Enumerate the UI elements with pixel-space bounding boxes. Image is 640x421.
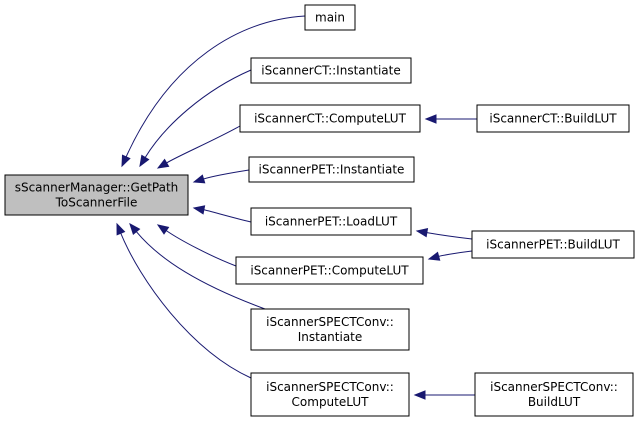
node-label: ComputeLUT bbox=[292, 395, 370, 409]
node-spect-inst[interactable]: iScannerSPECTConv::Instantiate bbox=[250, 308, 410, 351]
node-box bbox=[235, 256, 424, 285]
arrowhead bbox=[192, 174, 206, 184]
edge-line bbox=[426, 232, 473, 240]
arrowhead bbox=[192, 205, 206, 215]
arrowhead bbox=[413, 390, 426, 400]
node-ct-comp[interactable]: iScannerCT::ComputeLUT bbox=[239, 104, 421, 133]
node-label: ToScannerFile bbox=[55, 196, 138, 210]
node-pet-inst[interactable]: iScannerPET::Instantiate bbox=[248, 156, 415, 183]
node-box bbox=[250, 207, 412, 236]
arrowhead bbox=[129, 222, 141, 236]
node-label: main bbox=[315, 11, 345, 25]
node-box bbox=[250, 308, 410, 351]
edge-line bbox=[203, 169, 250, 180]
edge-pet_comp-to-root bbox=[156, 224, 237, 267]
node-box bbox=[471, 230, 635, 259]
edge-line bbox=[136, 231, 266, 310]
node-label: iScannerCT::BuildLUT bbox=[489, 112, 617, 126]
node-box bbox=[304, 4, 356, 31]
arrowhead bbox=[415, 228, 429, 238]
node-ct-build[interactable]: iScannerCT::BuildLUT bbox=[476, 104, 630, 133]
node-spect-build[interactable]: iScannerSPECTConv::BuildLUT bbox=[474, 372, 634, 417]
edge-pet_load-to-root bbox=[192, 205, 252, 223]
node-box bbox=[239, 104, 421, 133]
arrowhead bbox=[156, 224, 170, 235]
node-main[interactable]: main bbox=[304, 4, 356, 31]
node-label: iScannerPET::ComputeLUT bbox=[250, 264, 409, 278]
node-label: Instantiate bbox=[298, 330, 363, 344]
node-label: iScannerPET::BuildLUT bbox=[486, 238, 620, 252]
edge-line bbox=[125, 15, 306, 158]
node-label: iScannerCT::ComputeLUT bbox=[254, 112, 406, 126]
edge-line bbox=[120, 233, 252, 379]
edge-spect_inst-to-root bbox=[129, 222, 266, 310]
arrowhead bbox=[116, 222, 126, 236]
node-pet-comp[interactable]: iScannerPET::ComputeLUT bbox=[235, 256, 424, 285]
node-label: iScannerCT::Instantiate bbox=[261, 64, 400, 78]
edge-main-to-root bbox=[121, 15, 306, 168]
edge-spect_comp-to-root bbox=[116, 222, 252, 379]
edge-line bbox=[166, 125, 241, 164]
node-box bbox=[248, 156, 415, 183]
edge-line bbox=[438, 250, 473, 257]
edge-line bbox=[144, 69, 252, 158]
edge-line bbox=[203, 209, 252, 223]
node-label: sScannerManager::GetPath bbox=[15, 181, 179, 195]
edge-line bbox=[166, 230, 237, 267]
node-box bbox=[476, 104, 630, 133]
node-box bbox=[250, 372, 410, 417]
node-box bbox=[474, 372, 634, 417]
edge-ct_inst-to-root bbox=[139, 69, 252, 168]
edge-pet_build-to-pet_comp bbox=[427, 250, 473, 261]
node-box bbox=[250, 57, 412, 84]
node-pet-build[interactable]: iScannerPET::BuildLUT bbox=[471, 230, 635, 259]
node-label: iScannerSPECTConv:: bbox=[266, 315, 394, 329]
node-label: iScannerSPECTConv:: bbox=[490, 380, 618, 394]
edge-spect_build-to-spect_comp bbox=[413, 390, 476, 400]
node-label: iScannerPET::LoadLUT bbox=[265, 215, 398, 229]
node-pet-load[interactable]: iScannerPET::LoadLUT bbox=[250, 207, 412, 236]
edge-ct_build-to-ct_comp bbox=[424, 114, 478, 124]
node-label: BuildLUT bbox=[528, 395, 581, 409]
arrowhead bbox=[139, 154, 150, 168]
node-ct-inst[interactable]: iScannerCT::Instantiate bbox=[250, 57, 412, 84]
arrowhead bbox=[427, 251, 441, 261]
arrowhead bbox=[156, 158, 170, 169]
node-box bbox=[4, 174, 189, 216]
node-label: iScannerSPECTConv:: bbox=[266, 380, 394, 394]
edge-pet_build-to-pet_load bbox=[415, 228, 473, 240]
arrowhead bbox=[121, 154, 131, 168]
edge-pet_inst-to-root bbox=[192, 169, 250, 184]
arrowhead bbox=[424, 114, 437, 124]
edge-ct_comp-to-root bbox=[156, 125, 241, 169]
edges-layer bbox=[116, 15, 478, 400]
node-spect-comp[interactable]: iScannerSPECTConv::ComputeLUT bbox=[250, 372, 410, 417]
node-label: iScannerPET::Instantiate bbox=[259, 163, 405, 177]
